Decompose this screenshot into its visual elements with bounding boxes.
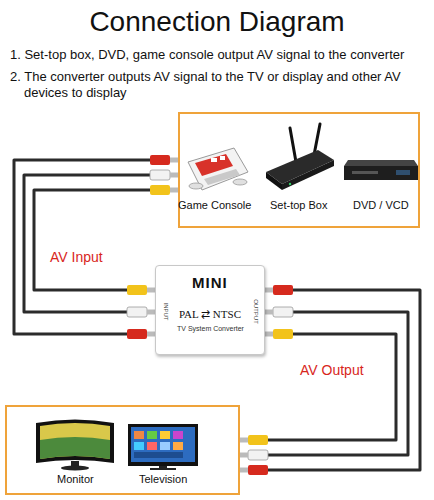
device-label: Game Console [178,199,251,212]
instruction-note: 2. The converter outputs AV signal to th… [10,69,428,101]
display-panel: Monitor Television [5,405,240,495]
av-cable [14,160,178,334]
mode-label: PAL ⇄ NTSC [179,308,241,321]
port-label: OUTPUT [252,299,259,324]
device-label: Television [139,473,187,486]
cable-wire [14,160,178,334]
device-label: Monitor [57,473,94,486]
monitor-icon [36,420,114,471]
rca-plug [150,155,178,195]
set-top-box-icon [266,124,334,190]
device-label: Set-top Box [270,199,327,212]
television-icon [128,424,198,470]
rca-plug [265,285,293,339]
port-label: INPUT [162,303,169,321]
device-item: Television [137,473,189,486]
device-item: Set-top Box [268,199,329,212]
cable-label: AV Output [298,362,366,379]
dvd-player-icon [344,160,418,180]
diagram-title: Connection Diagram [0,5,434,39]
cable-label: AV Input [48,249,105,266]
rca-plug [240,435,268,475]
av-cable [240,290,420,470]
device-item: DVD / VCD [351,199,411,212]
rca-plug [127,285,155,339]
device-item: Game Console [176,199,253,212]
instruction-note: 1. Set-top box, DVD, game console output… [10,47,428,63]
cable-wire [240,312,408,455]
source-panel: Game Console Set-top Box DVD / VCD [178,112,420,228]
brand-label: MINI [192,274,228,292]
game-console-icon [188,148,248,190]
device-item: Monitor [55,473,96,486]
product-label: TV System Converter [177,324,244,333]
device-label: DVD / VCD [353,199,409,212]
cable-wire [240,290,420,470]
converter-box: MINI PAL ⇄ NTSC TV System Converter INPUT OU… [155,265,265,355]
